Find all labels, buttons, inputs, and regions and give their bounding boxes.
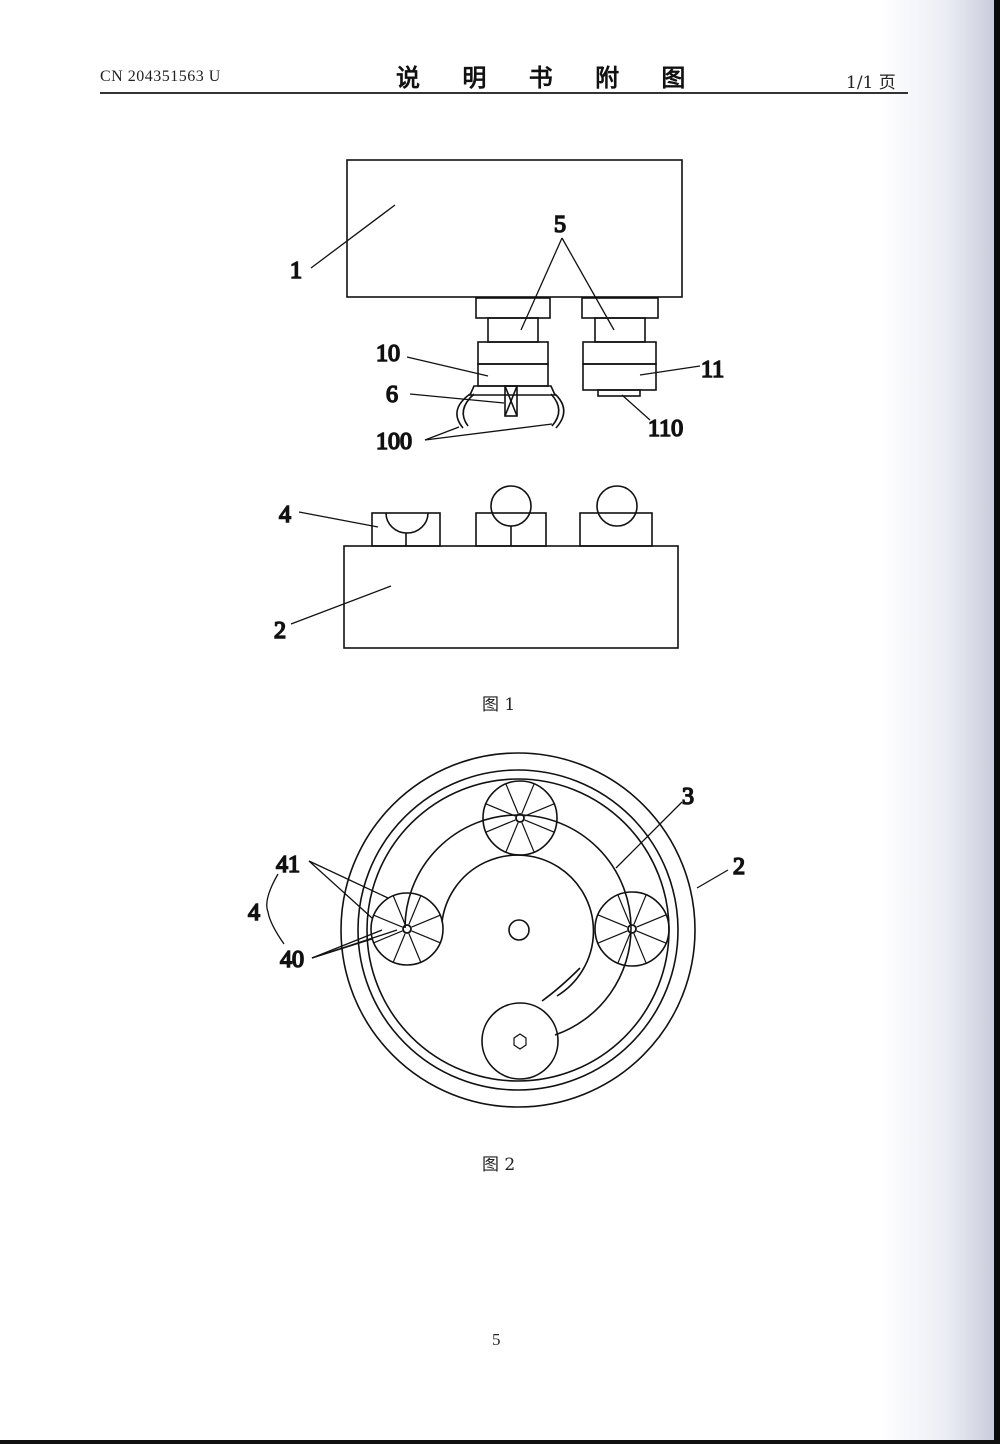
fig1-label-100: 100 <box>376 429 412 455</box>
fig1-label-5: 5 <box>554 212 566 238</box>
wheel-3 <box>594 891 670 967</box>
scan-bottom-border <box>0 1440 1000 1444</box>
fig2-label-4: 4 <box>248 900 260 926</box>
fig2-label-2: 2 <box>733 854 745 880</box>
left-claw <box>456 393 471 429</box>
fig2-label-3: 3 <box>682 784 694 810</box>
fig1-label-6: 6 <box>386 382 398 408</box>
figure-2: 3 2 41 4 40 <box>247 752 746 1108</box>
part-1-body <box>346 159 683 298</box>
figure-2-caption: 图 2 <box>482 1155 516 1175</box>
fig1-label-2: 2 <box>274 618 286 644</box>
scan-edge-border <box>994 0 1000 1444</box>
right-claw <box>554 393 565 429</box>
page-number: 5 <box>492 1330 501 1349</box>
fig2-label-40: 40 <box>280 947 304 973</box>
page-info: 1/1 页 <box>846 73 896 93</box>
fig1-label-110: 110 <box>648 416 683 442</box>
part-2-base <box>343 545 679 649</box>
fig1-label-11: 11 <box>701 357 724 383</box>
wheel-2 <box>370 892 444 966</box>
center-hole <box>508 919 530 941</box>
fig1-label-4: 4 <box>279 502 291 528</box>
figure-2-leaders <box>266 801 729 959</box>
wheel-1 <box>482 780 558 856</box>
figure-1: 1 5 10 6 100 11 110 4 2 <box>273 159 725 649</box>
fig1-label-10: 10 <box>376 341 400 367</box>
left-tool-assembly <box>456 297 565 429</box>
document-number: CN 204351563 U <box>100 68 221 85</box>
fig1-label-1: 1 <box>290 258 302 284</box>
holders-4 <box>371 485 653 547</box>
right-tool-assembly <box>581 297 659 397</box>
bottom-wheel <box>481 1002 559 1080</box>
fig2-label-41: 41 <box>276 852 300 878</box>
scan-edge-shadow <box>880 0 1000 1444</box>
figure-1-caption: 图 1 <box>482 695 516 715</box>
header-rule <box>100 92 908 94</box>
wheels-4 <box>370 780 670 967</box>
track-3-inner <box>441 854 595 997</box>
page-title: 说 明 书 附 图 <box>396 64 703 92</box>
part-6-element <box>504 385 518 417</box>
part-110-element <box>597 389 641 397</box>
figure-1-leaders <box>290 204 701 625</box>
outer-ring-2 <box>340 752 696 1108</box>
